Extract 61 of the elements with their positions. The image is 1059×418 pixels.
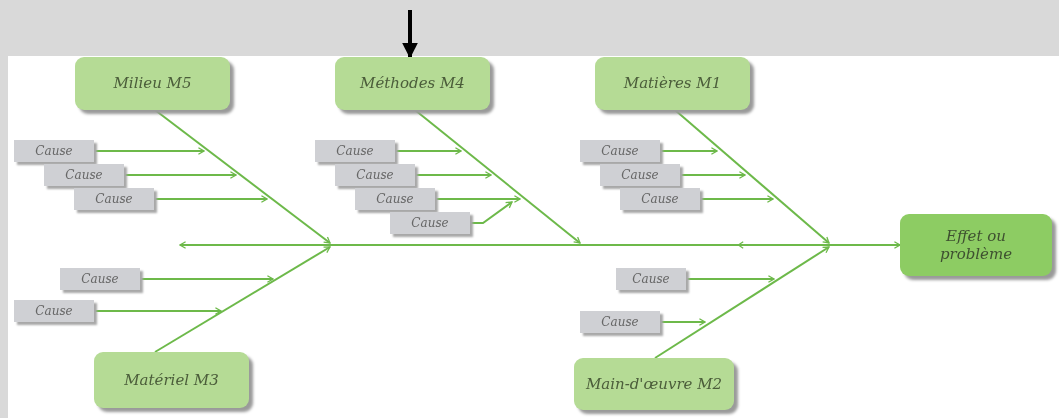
category-box <box>574 358 734 410</box>
category-box <box>75 57 230 110</box>
arrow <box>414 109 581 244</box>
cause-box <box>14 140 94 162</box>
cause-box <box>600 164 680 186</box>
category-box <box>94 352 249 408</box>
arrow <box>154 246 331 353</box>
cause-label: Cause <box>621 168 659 182</box>
arrow <box>434 195 521 203</box>
arrow <box>685 275 775 283</box>
cause-box <box>14 300 94 322</box>
arrow <box>402 10 418 59</box>
cause-box <box>315 140 395 162</box>
cause-box <box>580 311 660 333</box>
cause-label: Cause <box>632 272 670 286</box>
category-label: Matières M1 <box>623 75 722 92</box>
cause-box <box>390 212 470 234</box>
category-label: Matériel M3 <box>124 371 219 389</box>
category-box <box>335 57 490 110</box>
cause-label: Cause <box>35 144 73 158</box>
cause-label: Cause <box>336 144 374 158</box>
arrow <box>123 171 237 179</box>
arrow <box>93 307 222 315</box>
category-label: Méthodes M4 <box>360 75 465 92</box>
cause-label: Cause <box>601 144 639 158</box>
arrow <box>699 195 774 203</box>
cause-box <box>355 188 435 210</box>
arrow <box>179 241 901 249</box>
effect-label: Effet ou problème <box>938 227 1014 263</box>
category-label: Main-d'œuvre M2 <box>585 375 723 393</box>
cause-label: Cause <box>356 168 394 182</box>
category-box <box>595 57 750 110</box>
arrow <box>93 147 205 155</box>
effect-box <box>900 214 1052 276</box>
cause-label: Cause <box>65 168 103 182</box>
cause-box <box>44 164 124 186</box>
cause-label: Cause <box>81 272 119 286</box>
arrow <box>679 171 746 179</box>
arrow <box>674 109 830 244</box>
cause-label: Cause <box>641 192 679 206</box>
cause-box <box>60 268 140 290</box>
arrow <box>154 109 331 244</box>
cause-box <box>74 188 154 210</box>
cause-box <box>620 188 700 210</box>
arrow <box>394 147 462 155</box>
arrow <box>153 195 268 203</box>
cause-box <box>580 140 660 162</box>
category-label: Milieu M5 <box>113 75 192 92</box>
cause-label: Cause <box>411 216 449 230</box>
cause-box <box>335 164 415 186</box>
cause-box <box>616 268 686 290</box>
arrow <box>654 246 830 359</box>
cause-label: Cause <box>95 192 133 206</box>
cause-label: Cause <box>601 315 639 329</box>
arrow <box>659 318 706 326</box>
arrow <box>414 171 492 179</box>
cause-label: Cause <box>376 192 414 206</box>
arrow <box>469 201 513 224</box>
arrow <box>139 275 274 283</box>
arrow <box>659 147 718 155</box>
cause-label: Cause <box>35 304 73 318</box>
